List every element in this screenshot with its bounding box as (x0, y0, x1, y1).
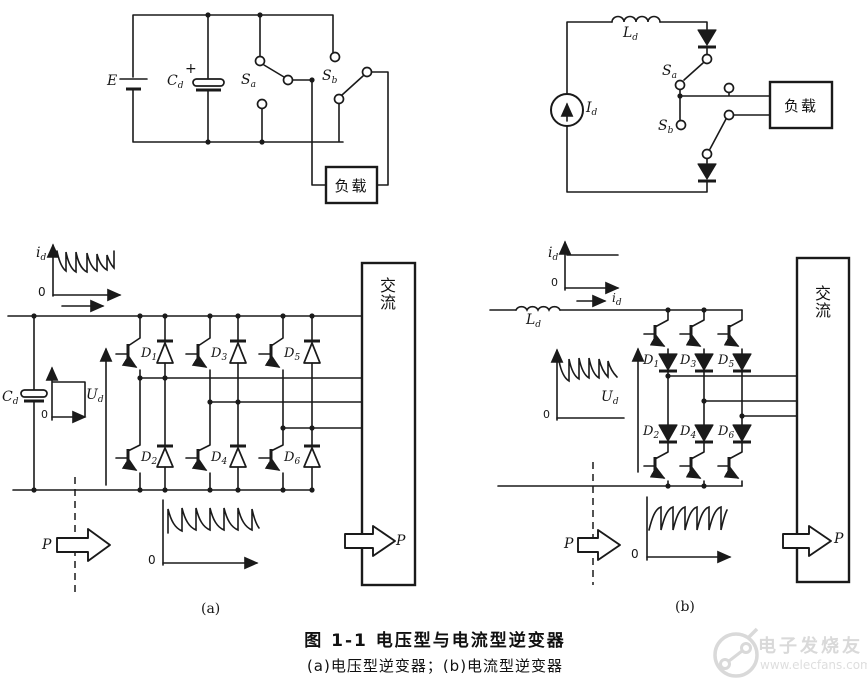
device-d1-label-b: D1 (643, 353, 660, 370)
top-left-circuit (119, 12, 389, 205)
load-label-left: 负载 (334, 176, 369, 195)
ac-label-a: 交流 (379, 276, 396, 312)
junction-dots-a (31, 313, 315, 493)
inductor-coil-b (515, 305, 561, 312)
sublabel-b: (b) (675, 599, 695, 615)
id-axis-origin-a: 0 (38, 285, 46, 299)
dc-capacitor-label-a: Cd (2, 389, 19, 407)
power-in-label-a: P (42, 537, 52, 553)
power-out-label-a: P (396, 533, 406, 549)
switch-sa-label: Sa (241, 72, 256, 90)
figure-caption-title: 图 1-1 电压型与电流型逆变器 (304, 631, 566, 651)
watermark-logo-icon (713, 627, 759, 678)
device-d5-label-b: D5 (718, 353, 735, 370)
ac-label-b: 交流 (814, 284, 831, 320)
id-axis-label-a: id (36, 245, 47, 263)
source-e-label: E (107, 73, 118, 89)
bridge-leg3-a (258, 315, 363, 491)
out-axis-origin-b: 0 (631, 547, 639, 561)
switch-sa-label-b: Sa (662, 63, 677, 81)
load-box-right (768, 80, 834, 130)
power-arrow-out-a (344, 525, 396, 557)
device-d4-label-b: D4 (680, 424, 697, 441)
bridge-leg1-b (643, 309, 798, 487)
top-right-circuit (550, 15, 834, 193)
sublabel-a: (a) (201, 601, 221, 617)
power-arrow-in-a (56, 528, 111, 562)
power-arrow-in-b (577, 529, 621, 561)
diode-top-icon (697, 29, 717, 46)
device-d2-label-b: D2 (643, 424, 660, 441)
power-in-label-b: P (564, 536, 574, 552)
current-source-id-label: Id (586, 100, 598, 118)
current-source-symbol (550, 93, 584, 127)
id-waveform-plot-b (558, 240, 620, 308)
inductor-coil (611, 15, 661, 23)
switch-sa-sb-symbols (674, 53, 735, 160)
inverter-b (489, 240, 851, 585)
ud-waveform-plot-a (45, 366, 87, 424)
output-waveform-plot-b (646, 496, 732, 564)
ud-waveform-plot-b (550, 348, 625, 421)
switch-sa-symbol (254, 55, 294, 110)
id-waveform-plot-a (46, 243, 122, 313)
power-out-label-b: P (834, 531, 844, 547)
plus-sign: + (185, 61, 197, 77)
device-d5-label-a: D5 (284, 346, 301, 363)
output-waveform-plot-a (162, 499, 260, 570)
ac-box-b (795, 256, 851, 584)
ud-axis-label-b: Ud (601, 389, 619, 407)
load-box-left (324, 165, 379, 205)
device-d2-label-a: D2 (141, 450, 158, 467)
id-axis-label-b: id (548, 245, 559, 263)
ac-box-a (360, 261, 417, 587)
device-d3-label-a: D3 (211, 346, 228, 363)
diode-bottom-icon (697, 163, 717, 180)
figure-caption-subtitle: (a)电压型逆变器；(b)电流型逆变器 (306, 657, 564, 675)
switch-sb-symbol (329, 51, 373, 105)
switch-sb-label: Sb (322, 68, 338, 86)
capacitor-symbol (192, 78, 225, 92)
load-label-right: 负载 (783, 96, 818, 115)
device-d1-label-a: D1 (141, 346, 158, 363)
battery-symbol (119, 78, 148, 91)
capacitor-cd-label: Cd (167, 73, 184, 91)
junction-dots-b (665, 307, 745, 489)
bridge-leg1-a (115, 315, 363, 491)
watermark-brand: 电子发烧友 (758, 636, 863, 657)
ud-axis-label-a: Ud (86, 387, 104, 405)
inductor-ld-label: Ld (623, 25, 639, 43)
id-axis-origin-b: 0 (551, 276, 558, 289)
out-axis-origin-a: 0 (148, 553, 156, 567)
dc-capacitor-symbol (20, 315, 48, 491)
watermark-site: www.elecfans.com (760, 658, 867, 672)
inductor-ld-label-b: Ld (526, 312, 542, 330)
bridge-leg2-a (185, 315, 363, 491)
ud-axis-origin-a: 0 (41, 408, 48, 421)
device-d4-label-a: D4 (211, 450, 228, 467)
device-d3-label-b: D3 (680, 353, 697, 370)
current-arrow-label-b: id (612, 291, 622, 308)
ud-axis-origin-b: 0 (543, 408, 550, 421)
switch-sb-label-b: Sb (658, 118, 674, 136)
device-d6-label-a: D6 (284, 450, 301, 467)
inverter-a (7, 243, 417, 597)
bridge-leg3-b (717, 309, 798, 487)
bridge-leg2-b (679, 309, 798, 487)
power-arrow-out-b (782, 525, 832, 557)
device-d6-label-b: D6 (718, 424, 735, 441)
